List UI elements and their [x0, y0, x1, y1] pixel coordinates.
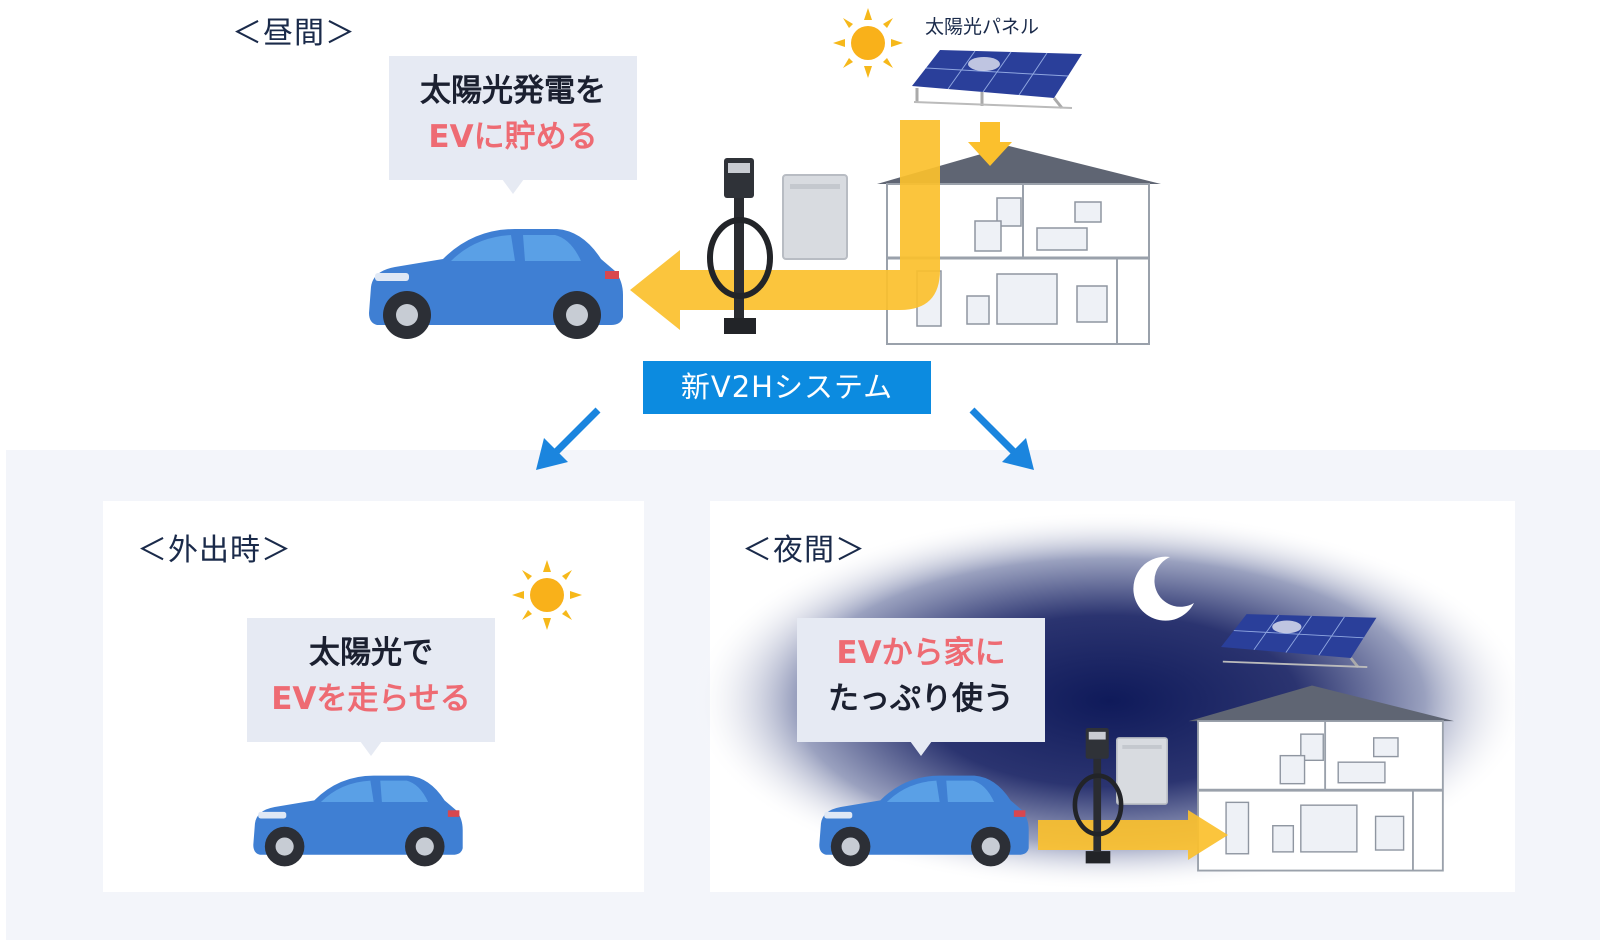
- outing-bubble: 太陽光で EVを走らせる: [247, 618, 495, 756]
- battery-unit-icon: [1116, 737, 1168, 805]
- day-bubble: 太陽光発電を EVに貯める: [389, 56, 637, 194]
- night-bubble: EVから家に たっぷり使う: [797, 618, 1045, 756]
- house-icon: [1188, 685, 1455, 872]
- night-bubble-line1: EVから家に: [836, 635, 1006, 671]
- battery-unit-icon: [782, 174, 848, 260]
- sun-icon: [833, 8, 903, 78]
- ev-charger-icon: [1072, 728, 1124, 864]
- outing-bubble-line1: 太陽光で: [309, 635, 433, 671]
- branch-arrow-icon: [536, 407, 601, 470]
- solar-panel-icon: [912, 50, 1082, 109]
- solar-panel-label: 太陽光パネル: [925, 16, 1040, 38]
- day-bubble-line1: 太陽光発電を: [420, 73, 606, 109]
- flow-arrow-icon: [630, 120, 940, 330]
- day-title: ＜昼間＞: [232, 16, 356, 51]
- outing-bubble-line2: EVを走らせる: [271, 681, 471, 717]
- outing-title: ＜外出時＞: [137, 533, 292, 568]
- system-label: 新V2Hシステム: [643, 361, 931, 414]
- car-icon: [369, 229, 623, 339]
- solar-panel-icon: [1221, 614, 1377, 669]
- ev-charger-icon: [707, 158, 773, 334]
- car-icon: [253, 775, 463, 867]
- car-icon: [819, 775, 1029, 867]
- down-arrow-icon: [968, 122, 1012, 166]
- night-bubble-line2: たっぷり使う: [828, 681, 1014, 717]
- branch-arrow-icon: [969, 407, 1034, 470]
- moon-icon: [1133, 556, 1194, 621]
- flow-arrow-icon: [1038, 810, 1228, 860]
- sun-icon: [512, 560, 582, 630]
- day-bubble-line2: EVに貯める: [428, 119, 598, 155]
- night-title: ＜夜間＞: [742, 533, 866, 568]
